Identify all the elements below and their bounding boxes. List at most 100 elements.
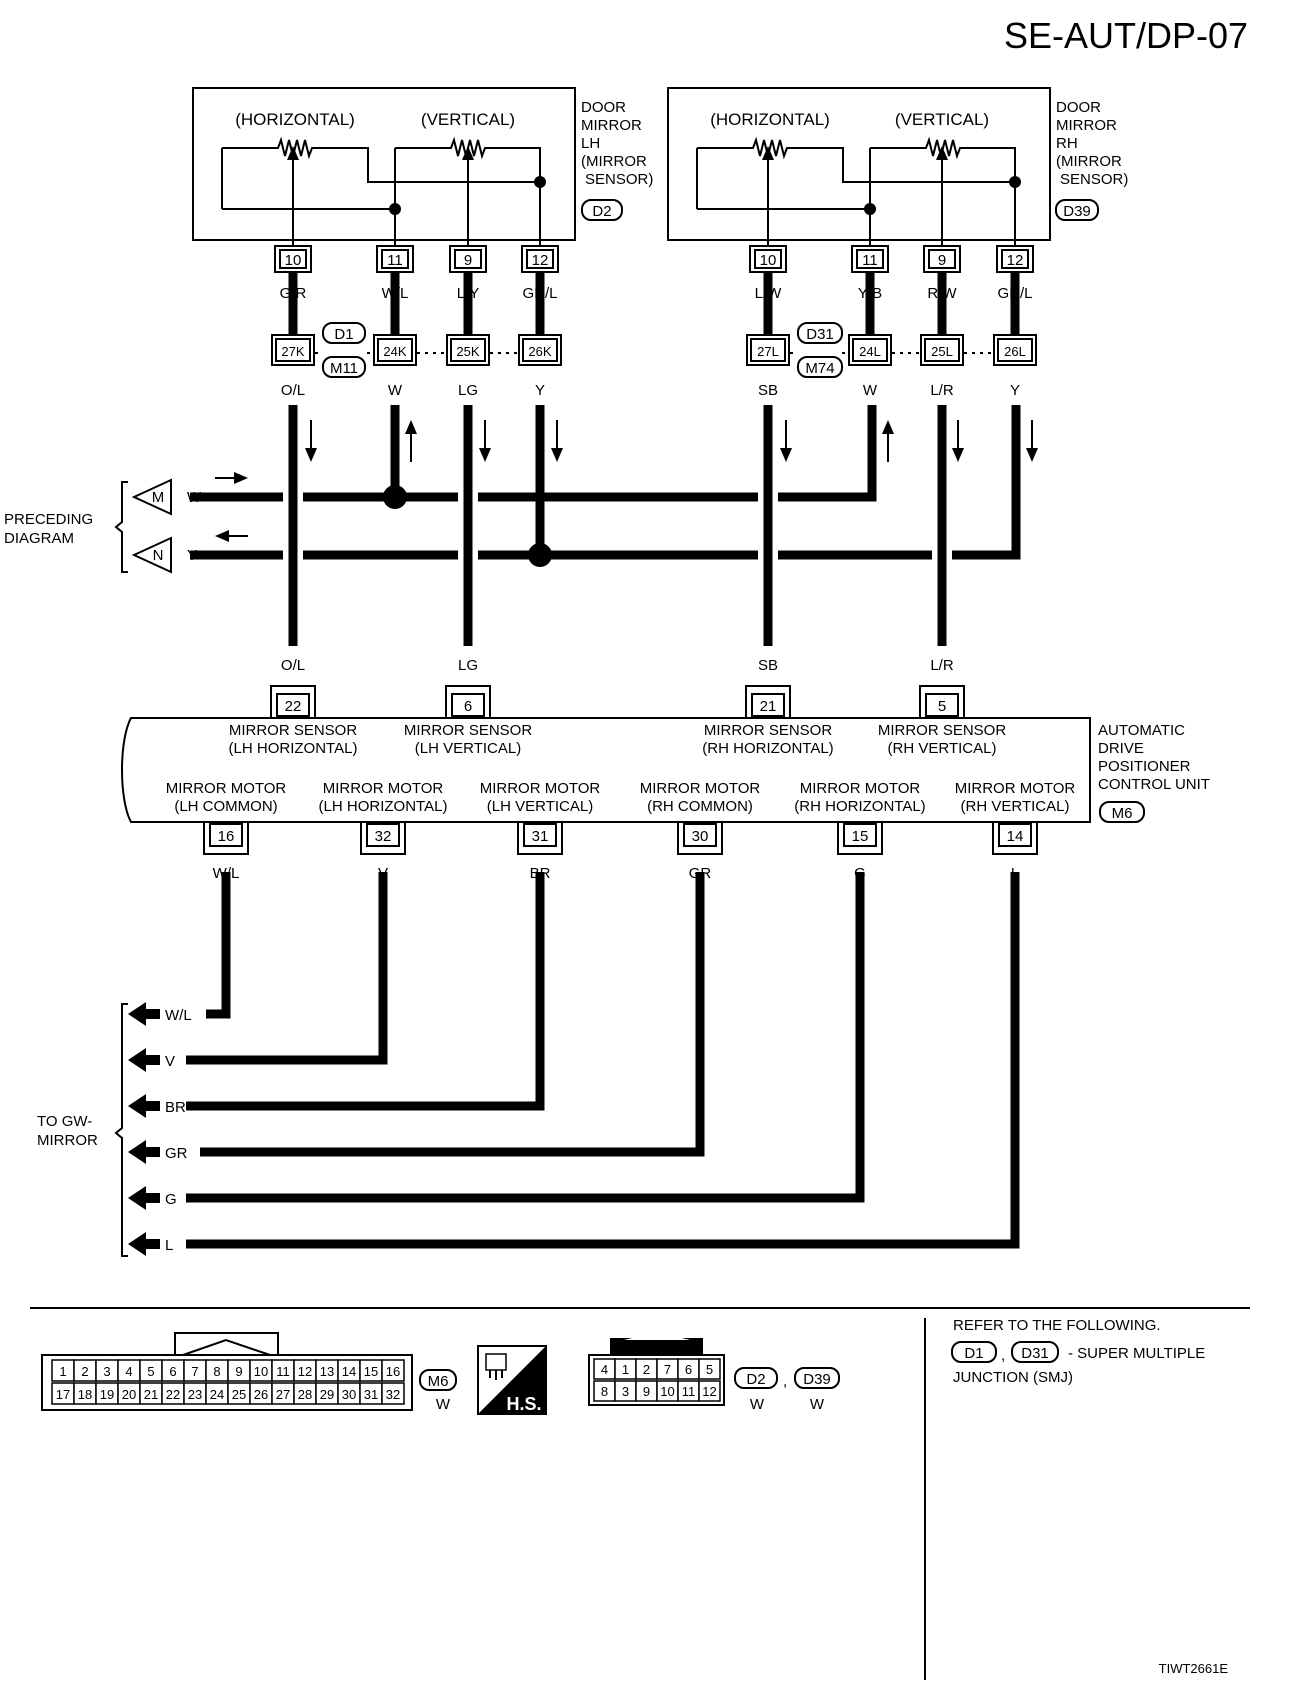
preceding-connector-n: N — [153, 547, 164, 564]
to-gw-wire-color: GR — [165, 1145, 188, 1162]
control-unit-name-line1: AUTOMATIC — [1098, 722, 1185, 739]
d2-face-connector-1: D2 — [746, 1371, 765, 1388]
control-unit-connector: M6 — [1112, 805, 1133, 822]
junction-rh-wire-color: W — [863, 382, 878, 399]
mirror-rh-pin-9: 9R/W — [923, 245, 961, 302]
motor-output-sublabel: (LH COMMON) — [174, 798, 277, 815]
motor-output-label: MIRROR MOTOR — [166, 780, 287, 797]
motor-output-wire-color: G — [854, 865, 866, 882]
motor-output-sublabel: (RH VERTICAL) — [961, 798, 1070, 815]
mirror-rh-pin-number: 10 — [760, 252, 777, 269]
m6-cavity: 27 — [276, 1387, 290, 1402]
m6-face-color: W — [436, 1396, 451, 1413]
refer-separator: , — [1001, 1347, 1005, 1364]
motor-output-label: MIRROR MOTOR — [800, 780, 921, 797]
junction-lh-connector-1: D1 — [334, 326, 353, 343]
mirror-lh-name-line3: LH — [581, 135, 600, 152]
sensor-input-pin-number: 5 — [938, 698, 946, 715]
to-gw-wire-color: G — [165, 1191, 177, 1208]
motor-output-label: MIRROR MOTOR — [640, 780, 761, 797]
m6-cavity: 6 — [169, 1364, 176, 1379]
junction-lh-terminal-id: 24K — [383, 344, 406, 359]
junction-lh-wire-color: W — [388, 382, 403, 399]
m6-cavity: 20 — [122, 1387, 136, 1402]
refer-connector-1: D1 — [964, 1345, 983, 1362]
m6-cavity: 18 — [78, 1387, 92, 1402]
sensor-input-pin-number: 21 — [760, 698, 777, 715]
mirror-rh-pin-10: 10L/W — [749, 245, 787, 302]
m6-cavity: 16 — [386, 1364, 400, 1379]
mirror-rh-name-line1: DOOR — [1056, 99, 1101, 116]
d2-cavity: 10 — [660, 1384, 674, 1399]
junction-rh-connector-2: M74 — [805, 360, 834, 377]
sensor-input-sublabel: (RH VERTICAL) — [888, 740, 997, 757]
d2-cavity: 8 — [601, 1384, 608, 1399]
mirror-lh-name-line1: DOOR — [581, 99, 626, 116]
mirror-lh-vertical-label: (VERTICAL) — [421, 110, 515, 129]
d2-face-separator: , — [783, 1373, 787, 1390]
junction-rh-connector-1: D31 — [806, 326, 834, 343]
to-gw-mirror: TO GW- MIRROR — [37, 1003, 128, 1257]
motor-output-pin-number: 15 — [852, 828, 869, 845]
mirror-lh-horizontal-label: (HORIZONTAL) — [235, 110, 355, 129]
mirror-rh-vertical-label: (VERTICAL) — [895, 110, 989, 129]
motor-output-wire-color: V — [378, 865, 388, 882]
motor-output-pin-number: 14 — [1007, 828, 1024, 845]
mirror-rh-pin-11: 11Y/B — [851, 245, 889, 302]
m6-cavity: 28 — [298, 1387, 312, 1402]
control-unit-name-line3: POSITIONER — [1098, 758, 1191, 775]
refer-note: REFER TO THE FOLLOWING. D1 , D31 - SUPER… — [951, 1317, 1205, 1386]
motor-output-pin-15: MIRROR MOTOR(RH HORIZONTAL) 15G — [794, 780, 925, 882]
mirror-rh-pin-number: 12 — [1007, 252, 1024, 269]
sensor-input-pin-number: 22 — [285, 698, 302, 715]
sensor-input-sublabel: (LH HORIZONTAL) — [229, 740, 358, 757]
motor-output-pin-number: 30 — [692, 828, 709, 845]
to-gw-wire-color: V — [165, 1053, 175, 1070]
motor-output-wire-color: W/L — [213, 865, 240, 882]
d2-cavity: 4 — [601, 1362, 608, 1377]
d2-cavity: 5 — [706, 1362, 713, 1377]
d2-face-color-2: W — [810, 1396, 825, 1413]
m6-cavity: 13 — [320, 1364, 334, 1379]
mirror-rh-wire-color: Y/B — [858, 285, 882, 302]
m6-cavity: 21 — [144, 1387, 158, 1402]
d2-cavity: 1 — [622, 1362, 629, 1377]
m6-cavity: 15 — [364, 1364, 378, 1379]
to-gw-arrow-BR: BR — [128, 1094, 186, 1118]
wires — [186, 270, 1021, 1249]
mirror-rh-horizontal-label: (HORIZONTAL) — [710, 110, 830, 129]
sensor-input-label: MIRROR SENSOR — [404, 722, 533, 739]
mirror-lh-connector: D2 — [592, 203, 611, 220]
mirror-lh-wire-color: W/L — [382, 285, 409, 302]
to-gw-label-line1: TO GW- — [37, 1113, 92, 1130]
control-unit: AUTOMATIC DRIVE POSITIONER CONTROL UNIT … — [121, 717, 1210, 823]
mirror-lh-name-line2: MIRROR — [581, 117, 642, 134]
junction-lh-wire-color: Y — [535, 382, 545, 399]
mirror-rh-wire-color: L/W — [755, 285, 783, 302]
mirror-rh-pin-number: 9 — [938, 252, 946, 269]
motor-output-label: MIRROR MOTOR — [955, 780, 1076, 797]
motor-output-pin-32: MIRROR MOTOR(LH HORIZONTAL)32V — [319, 780, 448, 882]
m6-cavity: 5 — [147, 1364, 154, 1379]
m6-cavity: 9 — [235, 1364, 242, 1379]
control-unit-name-line2: DRIVE — [1098, 740, 1144, 757]
mirror-lh-pin-10: 10G/R — [274, 245, 312, 302]
mirror-lh-pin-9: 9L/Y — [449, 245, 487, 302]
junction-lh-terminal-id: 27K — [281, 344, 304, 359]
m6-cavity: 31 — [364, 1387, 378, 1402]
m6-cavity: 23 — [188, 1387, 202, 1402]
motor-output-sublabel: (RH HORIZONTAL) — [794, 798, 925, 815]
to-gw-wire-color: W/L — [165, 1007, 192, 1024]
m6-cavity: 26 — [254, 1387, 268, 1402]
d2-face-connector-2: D39 — [803, 1371, 831, 1388]
mirror-lh-wire-color: G/R — [280, 285, 307, 302]
motor-output-wire-color: L — [1011, 865, 1019, 882]
